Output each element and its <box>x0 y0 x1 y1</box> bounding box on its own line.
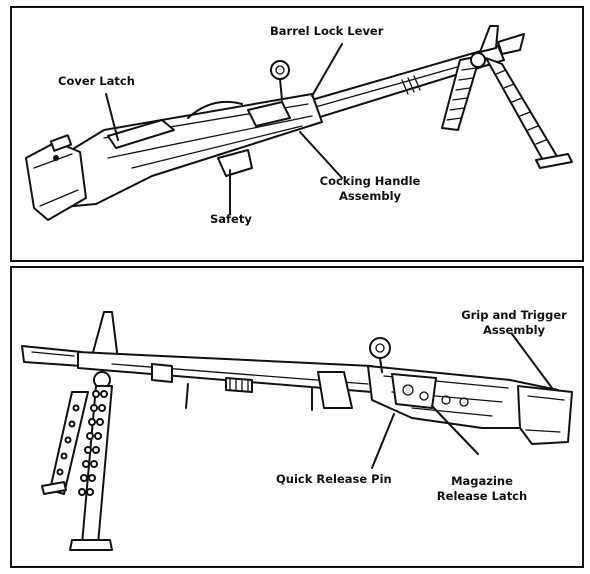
top-diagram-panel: Barrel Lock Lever Cover Latch Cocking Ha… <box>10 6 584 262</box>
rear-sight <box>369 337 391 373</box>
label-grip-and-trigger-assembly: Grip and Trigger Assembly <box>452 308 576 338</box>
leader-lines <box>105 43 343 215</box>
butt-stock <box>517 385 573 445</box>
label-quick-release-pin: Quick Release Pin <box>276 472 392 486</box>
trigger-group <box>217 149 253 213</box>
label-cover-latch: Cover Latch <box>58 74 135 88</box>
butt-stock <box>25 134 87 221</box>
bipod <box>41 371 113 551</box>
bipod <box>441 52 573 169</box>
label-magazine-line1: Magazine <box>451 474 513 488</box>
label-safety: Safety <box>210 212 252 226</box>
front-sight <box>479 25 525 55</box>
machine-gun-top-view <box>25 25 573 221</box>
barrel <box>77 351 373 411</box>
label-grip-trigger-line2: Assembly <box>482 323 546 337</box>
label-grip-trigger-line1: Grip and Trigger <box>461 308 567 322</box>
label-cocking-handle-line2: Assembly <box>338 189 402 203</box>
label-magazine-release-latch: Magazine Release Latch <box>424 474 540 504</box>
label-magazine-line2: Release Latch <box>436 489 528 503</box>
leader-lines <box>371 333 553 469</box>
label-barrel-lock-lever: Barrel Lock Lever <box>270 24 384 38</box>
receiver <box>41 60 323 209</box>
bottom-diagram-panel: Grip and Trigger Assembly Quick Release … <box>10 266 584 568</box>
label-cocking-handle-line1: Cocking Handle <box>319 174 421 188</box>
muzzle <box>21 345 83 367</box>
label-cocking-handle-assembly: Cocking Handle Assembly <box>308 174 432 204</box>
machine-gun-side-view <box>21 311 573 551</box>
